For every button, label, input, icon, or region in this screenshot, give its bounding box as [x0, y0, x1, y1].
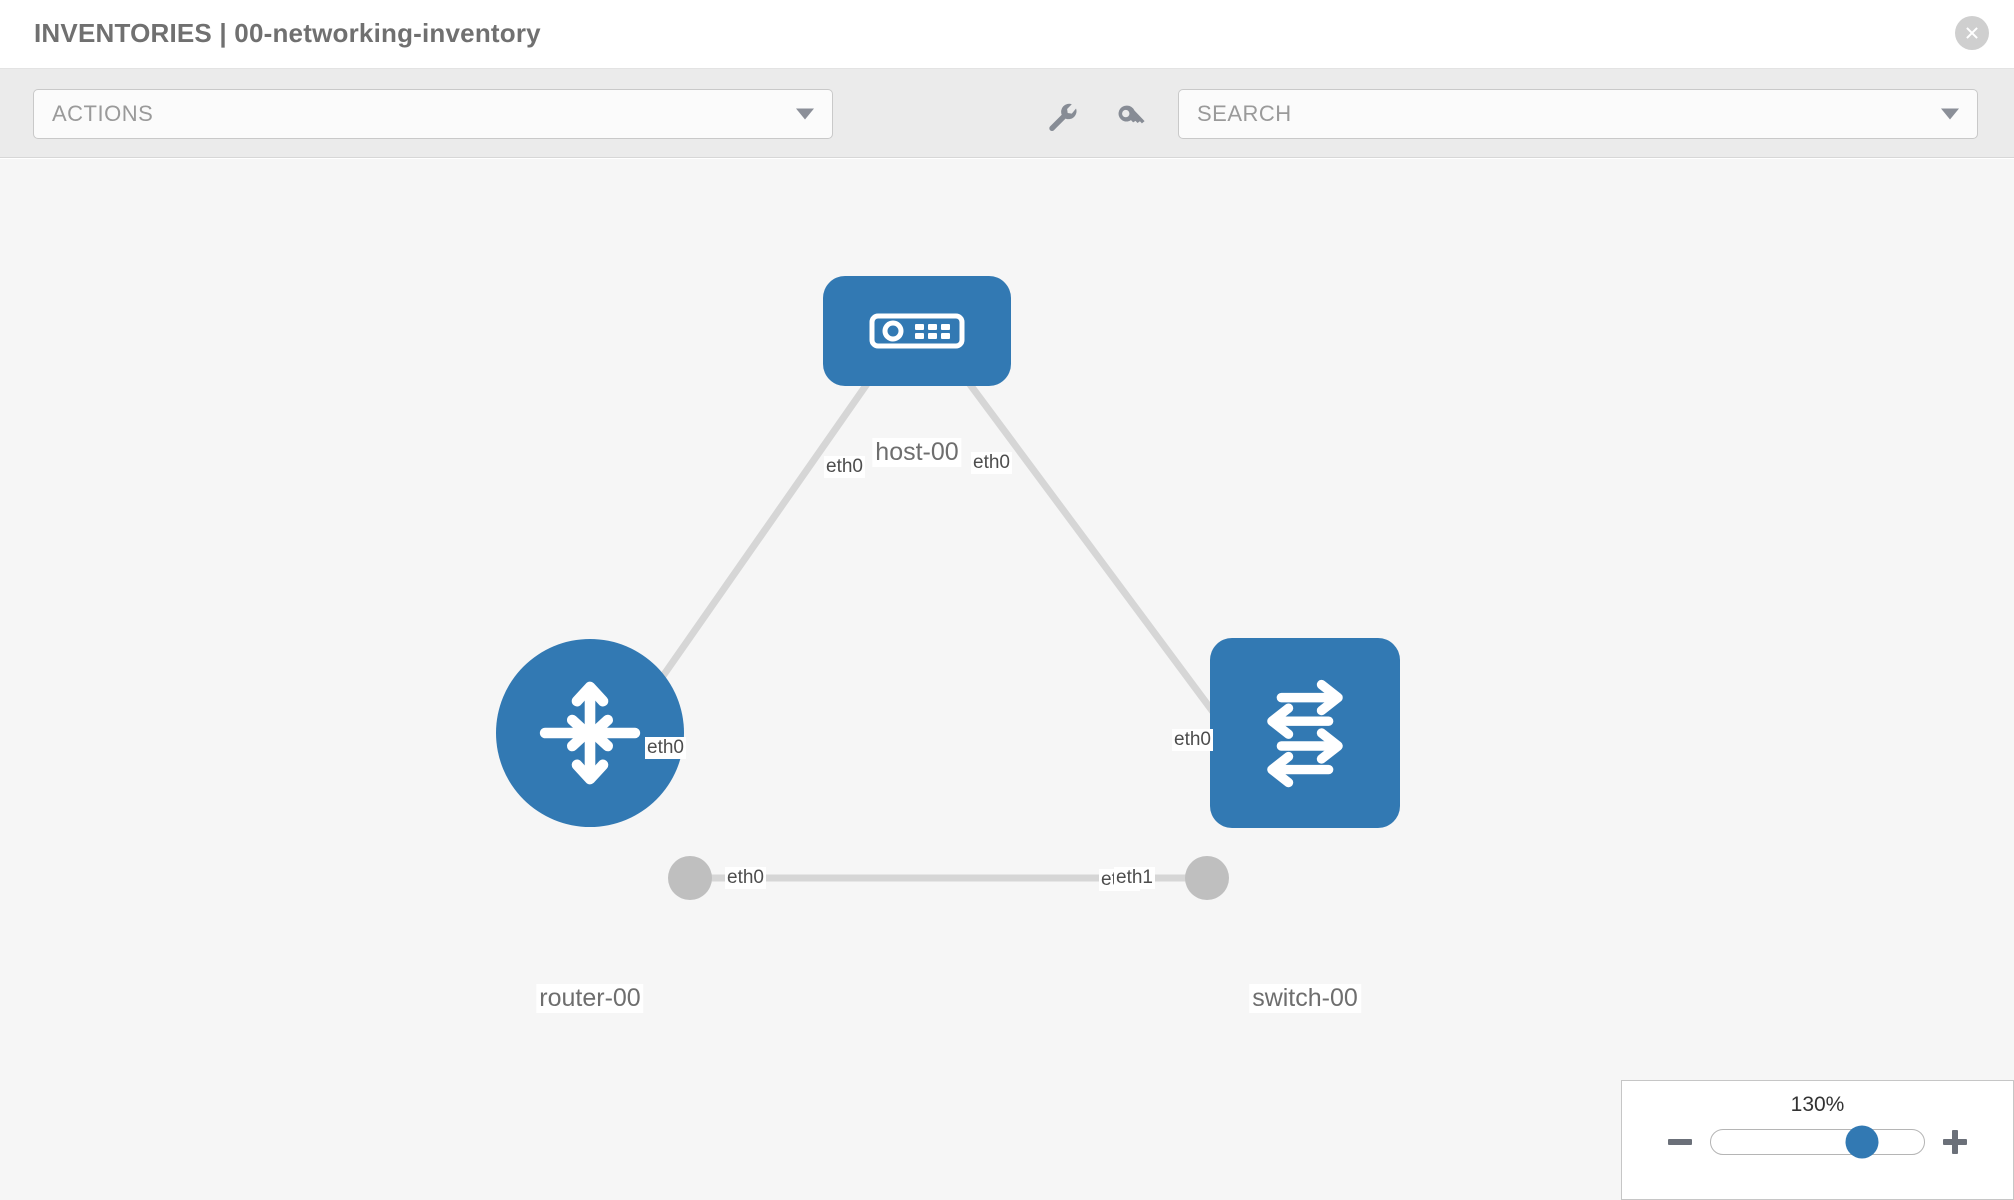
zoom-out-button[interactable] [1668, 1130, 1692, 1154]
endpoint-router-eth0 [668, 856, 712, 900]
iface-label-router-switch-router-side: eth0 [725, 867, 766, 889]
server-appliance-icon [869, 313, 965, 349]
node-router-00-shape[interactable] [496, 639, 684, 827]
endpoint-switch-eth1 [1185, 856, 1229, 900]
search-input[interactable]: SEARCH [1178, 89, 1978, 139]
toolbar: ACTIONS SEARCH [0, 69, 2014, 158]
search-placeholder: SEARCH [1197, 101, 1292, 126]
actions-dropdown[interactable]: ACTIONS [33, 89, 833, 139]
node-host-00[interactable] [823, 276, 1011, 386]
iface-label-host-router-router-side: eth0 [645, 737, 686, 759]
iface-label-host-switch-host-side: eth0 [971, 452, 1012, 474]
interface-endpoints [668, 342, 1255, 900]
node-switch-00-label: switch-00 [1249, 984, 1361, 1013]
iface-label-host-router-host-side: eth0 [824, 456, 865, 478]
router-four-arrows-icon [539, 681, 641, 785]
zoom-in-button[interactable] [1943, 1130, 1967, 1154]
actions-dropdown-label: ACTIONS [52, 101, 154, 126]
iface-label-router-switch-switch-side: eth1 [1114, 867, 1155, 889]
edge-host-switch [956, 367, 1252, 763]
zoom-slider-thumb[interactable] [1845, 1125, 1879, 1159]
wrench-icon[interactable] [1046, 102, 1080, 136]
node-host-00-label: host-00 [872, 438, 962, 467]
zoom-slider[interactable] [1710, 1125, 1925, 1159]
node-switch-00-shape[interactable] [1210, 638, 1400, 828]
minus-icon [1668, 1139, 1692, 1145]
node-router-00[interactable] [496, 639, 684, 827]
page-header: INVENTORIES | 00-networking-inventory [0, 0, 2014, 69]
plus-icon-v [1952, 1130, 1958, 1154]
topology-canvas[interactable]: host-00 [0, 159, 2014, 1200]
node-router-00-label: router-00 [536, 984, 644, 1013]
chevron-down-icon [1941, 108, 1959, 120]
page-title: INVENTORIES | 00-networking-inventory [34, 18, 541, 48]
iface-label-host-switch-switch-side: eth0 [1172, 729, 1213, 751]
node-switch-00[interactable] [1210, 638, 1400, 828]
node-host-00-shape[interactable] [823, 276, 1011, 386]
chevron-down-icon [796, 108, 814, 120]
close-icon[interactable] [1955, 16, 1989, 50]
switch-arrows-icon [1267, 679, 1343, 788]
zoom-control-panel: 130% [1621, 1080, 2014, 1200]
key-icon[interactable] [1114, 102, 1148, 136]
zoom-level-value: 130% [1790, 1093, 1845, 1116]
